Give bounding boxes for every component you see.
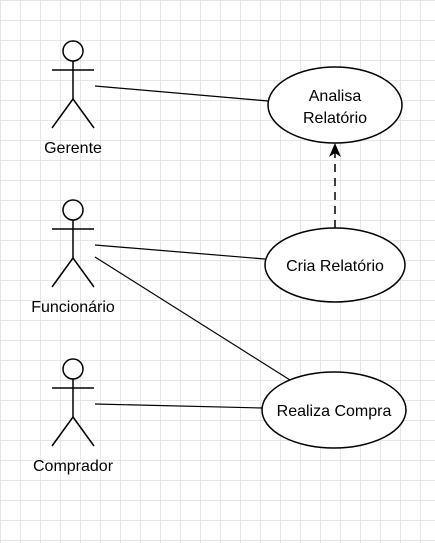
actor-head [62,358,84,380]
actor-left-leg [51,257,74,288]
actor-head [62,40,84,62]
actor-left-leg [51,416,74,447]
use-case-analisa-relatorio[interactable]: Analisa Relatório [267,66,403,144]
use-case-realiza-compra[interactable]: Realiza Compra [261,371,407,449]
use-case-ellipse [264,227,406,303]
use-case-label: Cria Relatório [286,258,384,275]
association-comprador-compra [94,403,263,409]
dependency-arrowhead [329,143,341,157]
actor-label-gerente: Gerente [44,140,102,157]
actor-right-leg [72,416,95,447]
actor-right-leg [72,257,95,288]
association-gerente-analisa [94,85,269,102]
use-case-ellipse [267,66,403,144]
actor-head [62,199,84,221]
actor-label-funcionario: Funcionário [31,299,115,316]
use-case-cria-relatorio[interactable]: Cria Relatório [264,227,406,303]
use-case-label-line2: Relatório [303,110,367,127]
actor-funcionario[interactable]: Funcionário [31,199,115,316]
actor-gerente[interactable]: Gerente [44,40,102,157]
actor-label-comprador: Comprador [33,458,114,475]
use-case-label: Realiza Compra [277,403,392,420]
actor-right-leg [72,98,95,129]
actor-comprador[interactable]: Comprador [33,358,114,475]
actor-left-leg [51,98,74,129]
association-funcionario-cria [94,244,266,260]
use-case-label-line1: Analisa [309,88,362,105]
association-funcionario-compra [94,256,291,381]
use-case-ellipse [261,371,407,449]
